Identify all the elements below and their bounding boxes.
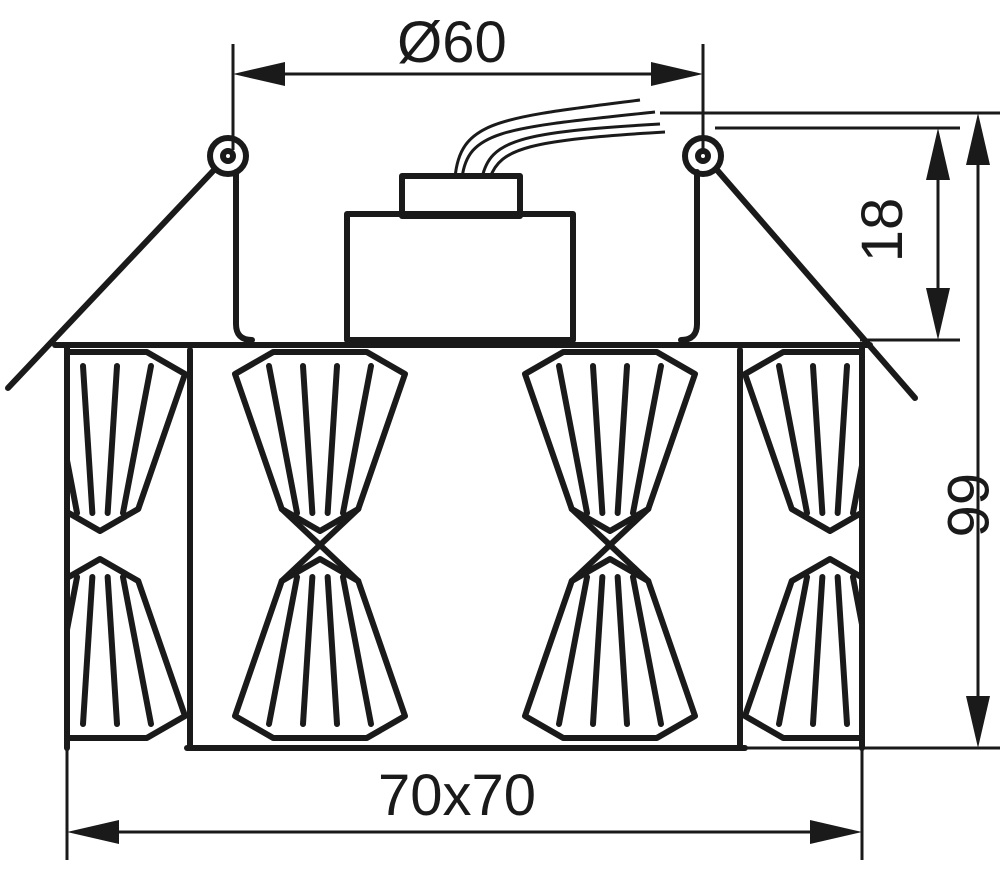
arrow-down-icon [966, 696, 990, 748]
crystal-right [522, 349, 698, 741]
dimension-label-height-top: 18 [850, 198, 915, 263]
arrow-left-icon [67, 820, 119, 844]
lamp-body [64, 342, 865, 751]
arrow-left-icon [233, 62, 285, 86]
crystal-pendants [70, 349, 860, 741]
dimension-diameter: Ø60 [231, 10, 705, 150]
dimension-height-total: 66 [660, 111, 1000, 750]
crystal-side-right [742, 349, 860, 741]
dimension-height-top: 18 [715, 126, 960, 342]
arrow-down-icon [926, 288, 950, 340]
crystal-side-left [70, 349, 188, 741]
crystal-left [232, 349, 408, 741]
mounting-spring-left [5, 135, 255, 391]
dimension-label-width: 70x70 [378, 763, 536, 828]
power-wires [453, 98, 666, 179]
dimension-label-diameter: Ø60 [397, 10, 507, 75]
dimension-label-height-total: 66 [935, 473, 1000, 538]
arrow-right-icon [810, 820, 862, 844]
dimension-width: 70x70 [65, 345, 864, 860]
arrow-up-icon [966, 113, 990, 165]
connector-block [344, 173, 576, 343]
mounting-spring-right [678, 135, 918, 401]
arrow-up-icon [926, 128, 950, 180]
arrow-right-icon [651, 62, 703, 86]
